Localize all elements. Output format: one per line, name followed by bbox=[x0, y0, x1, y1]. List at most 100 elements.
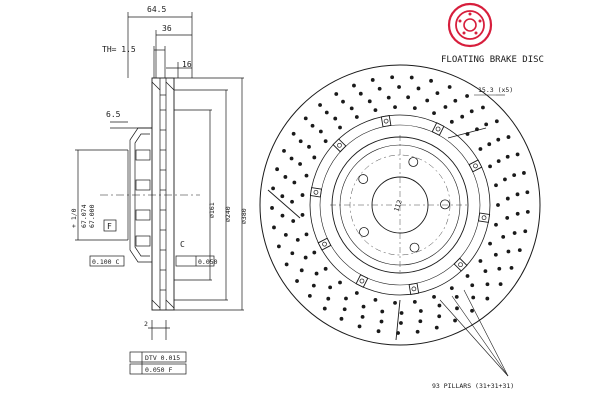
drill-hole bbox=[393, 105, 397, 110]
drill-hole bbox=[333, 116, 338, 121]
drill-hole bbox=[373, 297, 378, 302]
drill-hole bbox=[393, 300, 397, 305]
floating-bobbin bbox=[309, 187, 323, 198]
drill-hole bbox=[512, 173, 517, 178]
drill-hole bbox=[271, 186, 275, 191]
drill-hole bbox=[425, 98, 430, 103]
drill-hole-pattern bbox=[270, 75, 530, 335]
drill-hole bbox=[418, 319, 423, 324]
drill-hole bbox=[515, 192, 520, 197]
drill-hole bbox=[304, 173, 309, 178]
drill-hole bbox=[299, 268, 304, 273]
hole-note: 15.3 (x5) bbox=[478, 86, 513, 94]
floating-bobbin bbox=[468, 159, 483, 173]
drill-hole bbox=[471, 295, 476, 300]
leader-lines bbox=[439, 94, 509, 377]
drill-hole bbox=[460, 114, 465, 119]
drill-hole bbox=[352, 83, 356, 88]
drill-hole bbox=[505, 196, 510, 201]
wheel-bolt-hole bbox=[440, 199, 450, 210]
drill-hole bbox=[367, 99, 372, 104]
drill-hole bbox=[295, 237, 300, 242]
drill-hole bbox=[300, 213, 305, 217]
drill-hole bbox=[298, 162, 302, 166]
drill-hole bbox=[496, 159, 501, 164]
drill-hole bbox=[488, 241, 492, 246]
drill-hole bbox=[469, 109, 474, 114]
drill-hole bbox=[478, 259, 483, 263]
drill-hole bbox=[432, 294, 436, 299]
drill-hole bbox=[505, 216, 510, 220]
drill-hole bbox=[494, 222, 498, 227]
drill-hole bbox=[298, 139, 303, 144]
drill-hole bbox=[323, 139, 328, 144]
dim-overall-width: 64.5 bbox=[147, 5, 166, 14]
drill-hole bbox=[326, 296, 331, 301]
drill-hole bbox=[290, 251, 295, 256]
dim-6-5: 6.5 bbox=[106, 110, 121, 119]
drill-hole bbox=[323, 266, 328, 271]
drill-hole bbox=[437, 303, 442, 308]
dim-2: 2 bbox=[144, 320, 148, 328]
drill-hole bbox=[470, 283, 475, 288]
drill-hole bbox=[312, 250, 317, 255]
drill-hole bbox=[449, 286, 454, 291]
tol-left: 0.100 C bbox=[92, 258, 119, 266]
drill-hole bbox=[501, 234, 506, 239]
drill-hole bbox=[409, 75, 414, 80]
dim-67-074: 67.074 bbox=[80, 204, 88, 228]
tol-right: 0.050 bbox=[198, 258, 218, 266]
floating-bobbin bbox=[453, 257, 468, 272]
drill-hole bbox=[470, 308, 474, 313]
drill-hole bbox=[354, 115, 359, 119]
drill-hole bbox=[344, 296, 348, 301]
drill-hole bbox=[338, 125, 342, 130]
drill-hole bbox=[494, 119, 499, 124]
drill-hole bbox=[484, 122, 489, 127]
drill-hole bbox=[506, 249, 511, 254]
drill-hole bbox=[289, 156, 294, 161]
drill-hole bbox=[498, 282, 503, 287]
drill-hole bbox=[291, 219, 296, 223]
drill-hole bbox=[304, 232, 309, 237]
drill-hole bbox=[488, 164, 492, 169]
drill-hole bbox=[416, 86, 421, 91]
drill-hole bbox=[487, 142, 492, 147]
tol-label: + 1/0 bbox=[70, 208, 78, 228]
floating-bobbin bbox=[317, 237, 332, 251]
drill-hole bbox=[376, 329, 381, 334]
groove-marks bbox=[267, 127, 487, 341]
drill-hole bbox=[322, 306, 327, 311]
drill-hole bbox=[397, 85, 401, 89]
drill-hole bbox=[339, 316, 344, 321]
drill-hole bbox=[465, 274, 470, 278]
drill-hole bbox=[349, 106, 354, 111]
drill-hole bbox=[415, 329, 420, 334]
drill-hole bbox=[318, 103, 322, 107]
drawing-title: FLOATING BRAKE DISC bbox=[441, 55, 544, 65]
drill-hole bbox=[312, 155, 317, 160]
drill-hole bbox=[386, 95, 391, 100]
drill-hole bbox=[283, 175, 288, 179]
drill-hole bbox=[435, 91, 440, 95]
drill-hole bbox=[354, 291, 359, 295]
drill-hole bbox=[453, 98, 458, 103]
drill-hole bbox=[429, 78, 433, 83]
front-disc-view bbox=[259, 64, 541, 346]
floating-bobbin bbox=[355, 274, 369, 288]
drill-hole bbox=[280, 213, 285, 218]
wheel-bolt-hole bbox=[359, 227, 369, 237]
drill-hole bbox=[379, 319, 384, 324]
drill-hole bbox=[437, 314, 442, 319]
drill-hole bbox=[412, 299, 417, 304]
floating-bobbin bbox=[431, 122, 445, 136]
drill-hole bbox=[284, 262, 289, 267]
drill-hole bbox=[334, 92, 339, 96]
floating-bobbin bbox=[332, 138, 347, 153]
drill-hole bbox=[503, 177, 507, 182]
drill-hole bbox=[311, 283, 316, 288]
drill-hole bbox=[512, 231, 517, 235]
drill-hole bbox=[449, 119, 454, 124]
drill-hole bbox=[360, 315, 365, 319]
